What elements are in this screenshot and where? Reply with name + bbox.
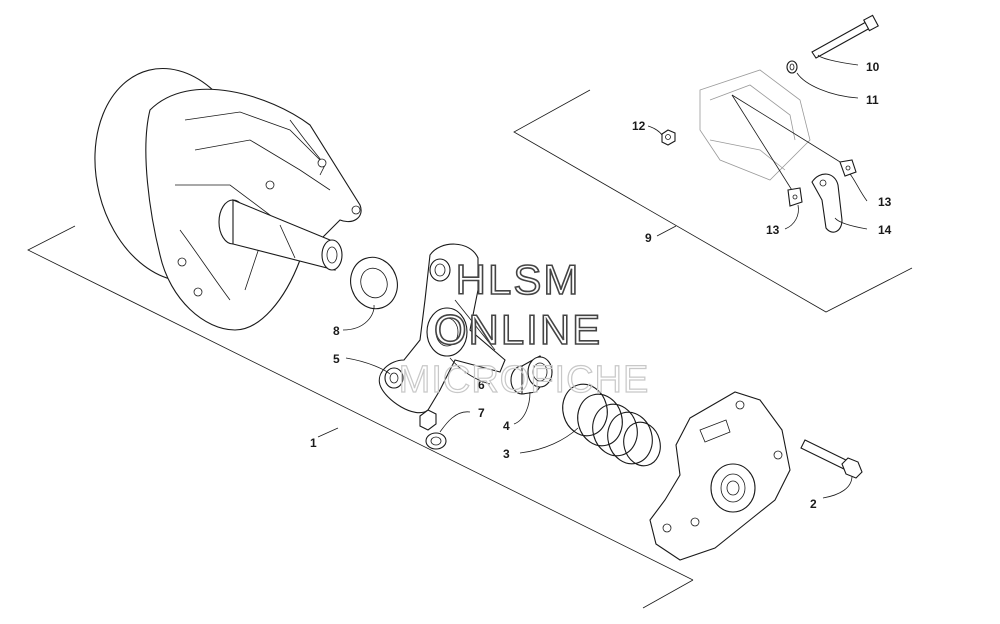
drive-sheave-part [94, 67, 362, 331]
weight-subassembly [699, 69, 846, 196]
pin-part-10 [811, 14, 879, 59]
callout-4: 4 [503, 419, 510, 433]
callout-13-upper: 13 [878, 195, 892, 209]
cover-plate-part [649, 391, 791, 561]
bolt-part-2 [800, 439, 863, 479]
watermark: HLSM ONLINE MICROFICHE [398, 255, 650, 401]
watermark-line-3: MICROFICHE [399, 359, 650, 401]
weight-part-14 [811, 173, 843, 233]
callout-8: 8 [333, 324, 340, 338]
spider-part-5 [378, 243, 506, 414]
washer-part-13-lower [787, 187, 803, 207]
callout-11: 11 [866, 93, 879, 107]
assembly-bracket-9 [513, 89, 913, 313]
watermark-line-2: ONLINE [434, 306, 602, 353]
callout-10: 10 [866, 60, 880, 74]
watermark-line-1: HLSM [456, 256, 581, 303]
callout-12: 12 [632, 119, 646, 133]
callout-9: 9 [645, 231, 652, 245]
nut-part-12 [661, 129, 676, 146]
callout-5: 5 [333, 352, 340, 366]
callout-6: 6 [478, 378, 485, 392]
washer-part-11 [786, 60, 798, 74]
callout-7: 7 [478, 406, 485, 420]
leader-lines [317, 54, 868, 499]
assembly-bracket-1 [27, 225, 694, 609]
nut-part-7 [419, 409, 447, 450]
spring-part-3 [562, 383, 661, 467]
callout-3: 3 [503, 447, 510, 461]
bushing-part-4 [510, 355, 553, 395]
callout-14: 14 [878, 223, 892, 237]
callout-2: 2 [810, 497, 817, 511]
washer-part-13-upper [839, 159, 857, 177]
washer-part-8 [350, 256, 398, 310]
callout-13-lower: 13 [766, 223, 780, 237]
callout-labels: 1 2 3 4 5 6 7 8 9 10 11 12 13 13 14 [310, 60, 892, 511]
callout-1: 1 [310, 436, 317, 450]
